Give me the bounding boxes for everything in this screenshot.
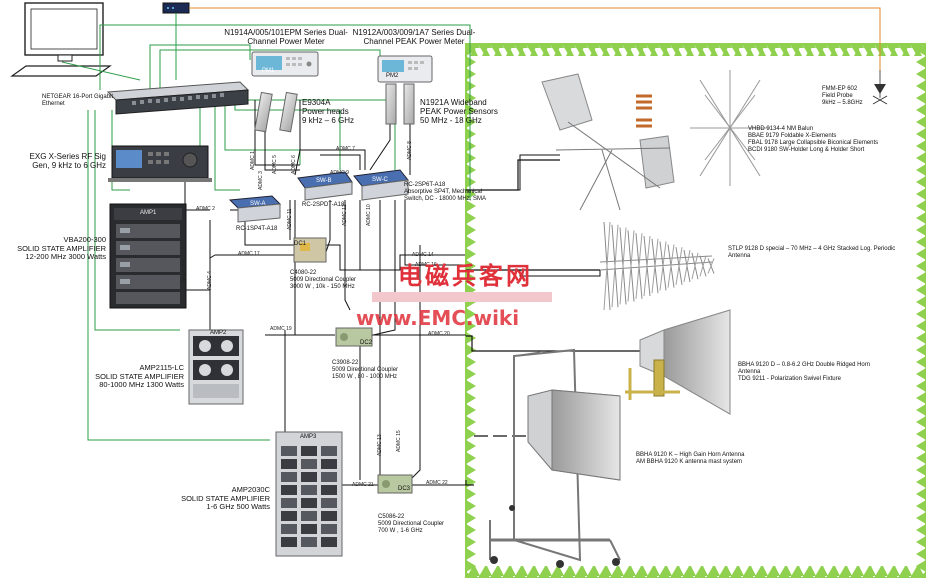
cable-label: ADMC 17 bbox=[238, 251, 260, 257]
cable-label: ADMC 6 bbox=[291, 155, 297, 174]
cable-label: ADMC 19 bbox=[270, 326, 292, 332]
high-gain-horn-label: BBHA 9120 K – High Gain Horn Antenna AM … bbox=[636, 452, 745, 465]
cable-label: ADMC 12 bbox=[342, 204, 348, 226]
sw-c-label: RC-2SP6T-A18 Absorptive SP4T, Mechanical… bbox=[404, 182, 487, 202]
coupler-dc1-label: C4080-22 5009 Directional Coupler 3000 W… bbox=[290, 270, 357, 290]
switch-sw-a bbox=[228, 195, 282, 223]
cable-label: ADMC 10 bbox=[366, 204, 372, 226]
cable-label: ADMC 9 bbox=[330, 170, 349, 176]
cable-label: ADMC 3 bbox=[258, 171, 264, 190]
biconical-antenna-label: VHBD 9134-4 NM Balun BBAE 9179 Foldable … bbox=[748, 126, 879, 153]
sw-a-label: RC-1SP4T-A18 bbox=[236, 226, 278, 232]
cable-label: ADMC 4 bbox=[207, 271, 213, 290]
cable-label: ADMC 15 bbox=[396, 430, 402, 452]
dc1-tag: DC1 bbox=[294, 241, 307, 247]
coupler-dc3-label: C5086-22 5009 Directional Coupler 700 W … bbox=[378, 514, 445, 534]
anechoic-chamber bbox=[465, 43, 926, 583]
power-meter-1-label: N1914A/005/101EPM Series Dual- Channel P… bbox=[224, 28, 348, 47]
power-heads bbox=[254, 91, 298, 133]
cable-label: ADMC 13 bbox=[377, 434, 383, 456]
switch-sw-c bbox=[353, 169, 409, 201]
biconical-antenna bbox=[541, 70, 770, 211]
cable-label: ADMC 16 bbox=[415, 262, 437, 268]
peak-sensors-label: N1921A Wideband PEAK Power Sensors 50 MH… bbox=[420, 98, 498, 126]
amplifier-amp3 bbox=[275, 431, 343, 557]
cable-label: ADMC 1 bbox=[250, 151, 256, 170]
cable-label: ADMC 8 bbox=[407, 141, 413, 160]
high-gain-horn-antenna bbox=[489, 348, 621, 568]
field-probe-icon bbox=[872, 70, 888, 105]
amp3-label: AMP2030C SOLID STATE AMPLIFIER 1-6 GHz 5… bbox=[181, 485, 270, 512]
log-periodic-antenna bbox=[599, 221, 715, 311]
switch-sw-b bbox=[297, 171, 353, 201]
log-periodic-antenna-label: STLP 9128 D special – 70 MHz – 4 GHz Sta… bbox=[728, 246, 896, 259]
signal-generator bbox=[108, 145, 212, 182]
cable-label: ADMC 20 bbox=[428, 331, 450, 337]
dc3-tag: DC3 bbox=[398, 486, 411, 492]
cable-label: ADMC 22 bbox=[426, 480, 448, 486]
amp3-tag: AMP3 bbox=[300, 434, 317, 440]
watermark-bar bbox=[372, 292, 552, 302]
sw-b-tag: SW-B bbox=[316, 178, 332, 184]
coupler-dc2 bbox=[335, 327, 373, 347]
field-probe-label: FMM-EP 602 Field Probe 9kHz – 5.8GHz bbox=[822, 86, 863, 106]
watermark-url: www.EMC.wiki bbox=[356, 306, 520, 330]
coupler-dc1 bbox=[293, 237, 327, 263]
amplifier-amp1 bbox=[109, 203, 187, 309]
netgear-switch bbox=[106, 81, 250, 115]
probe-fiber-link bbox=[189, 7, 881, 70]
double-ridged-horn-label: BBHA 9120 D – 0.8-6.2 GHz Double Ridged … bbox=[738, 362, 871, 382]
cable-label: ADMC 7 bbox=[336, 146, 355, 152]
cable-label: ADMC 2 bbox=[196, 206, 215, 212]
amp2-tag: AMP2 bbox=[210, 330, 227, 336]
cable-label: ADMC 11 bbox=[287, 208, 293, 230]
amp1-tag: AMP1 bbox=[140, 210, 157, 216]
computer-icon bbox=[10, 2, 112, 77]
cable-label: ADMC 14 bbox=[412, 252, 434, 258]
power-meter-2 bbox=[377, 55, 433, 83]
amp2-label: AMP2115-LC SOLID STATE AMPLIFIER 80-1000… bbox=[95, 363, 184, 390]
power-meter-1 bbox=[251, 51, 319, 77]
peak-sensors bbox=[385, 83, 415, 125]
amplifier-amp2 bbox=[188, 329, 244, 405]
switch-label: NETGEAR 16-Port Gigabit Ethernet bbox=[42, 94, 114, 107]
double-ridged-horn-antenna bbox=[625, 309, 731, 415]
watermark-chinese: 电磁兵客网 bbox=[398, 262, 533, 290]
coupler-dc3 bbox=[377, 474, 413, 494]
pm2-tag: PM2 bbox=[386, 73, 399, 79]
cable-label: ADMC 5 bbox=[272, 155, 278, 174]
pm1-tag: PM1 bbox=[262, 68, 275, 74]
router-icon bbox=[162, 2, 190, 14]
coupler-dc2-label: C3908-22 5009 Directional Coupler 1500 W… bbox=[332, 360, 399, 380]
sw-c-tag: SW-C bbox=[372, 177, 388, 183]
power-heads-label: E9304A Power heads 9 kHz – 6 GHz bbox=[302, 98, 355, 126]
sw-a-tag: SW-A bbox=[250, 201, 266, 207]
cable-label: ADMC 18 bbox=[182, 260, 188, 282]
dc2-tag: DC2 bbox=[360, 340, 373, 346]
power-meter-2-label: N1912A/003/009/1A7 Series Dual- Channel … bbox=[352, 28, 476, 47]
cable-label: ADMC 21 bbox=[352, 482, 374, 488]
signal-generator-label: EXG X-Series RF Sig Gen, 9 kHz to 6 GHz bbox=[29, 152, 106, 171]
sw-b-label: RC-2SPDT-A18 bbox=[302, 202, 345, 208]
amp1-label: VBA200-300 SOLID STATE AMPLIFIER 12-200 … bbox=[17, 235, 106, 262]
